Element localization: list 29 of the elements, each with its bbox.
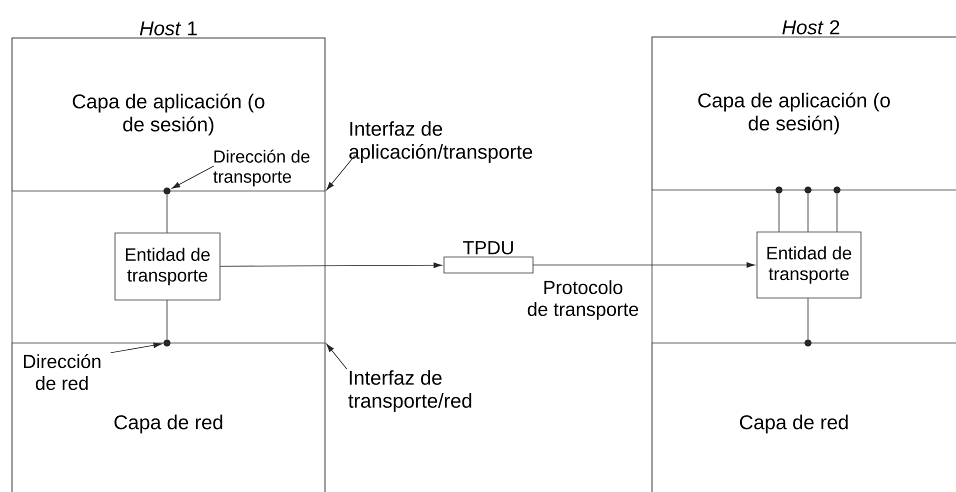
- connector-line: [166, 300, 168, 340]
- leader-line: [172, 166, 214, 189]
- layer-band: Capa de aplicación (o de sesión): [652, 36, 956, 190]
- tpdu-box: TPDU: [444, 241, 534, 274]
- leader-line: [110, 342, 162, 354]
- connector-line: [166, 194, 168, 233]
- arrow: [533, 262, 755, 268]
- edge-label: Protocolo de transporte: [517, 279, 649, 321]
- node-label: Host 1: [140, 21, 197, 36]
- address-dot: [164, 340, 170, 346]
- entity-box: Entidad de transporte: [756, 232, 862, 298]
- connector-line: [836, 193, 838, 232]
- annotation-text: Interfaz de transporte/red: [348, 370, 472, 412]
- connector-line: [778, 193, 780, 232]
- address-dot: [834, 186, 840, 194]
- address-dot: [776, 186, 782, 194]
- leader-line: [326, 154, 356, 190]
- annotation-text: Interfaz de aplicación/transporte: [349, 121, 532, 163]
- address-dot: [804, 340, 812, 346]
- annotation-text: Dirección de transporte: [213, 150, 310, 186]
- leader-line: [326, 344, 348, 370]
- address-dot: [804, 186, 812, 194]
- layer-band: Capa de red: [652, 342, 956, 492]
- address-dot: [164, 188, 170, 194]
- node-label: Host 2: [782, 20, 840, 34]
- annotation-text: Dirección de red: [24, 354, 100, 390]
- node-label: TPDU: [463, 241, 513, 254]
- arrow: [220, 262, 442, 268]
- entity-box: Entidad de transporte: [114, 232, 220, 300]
